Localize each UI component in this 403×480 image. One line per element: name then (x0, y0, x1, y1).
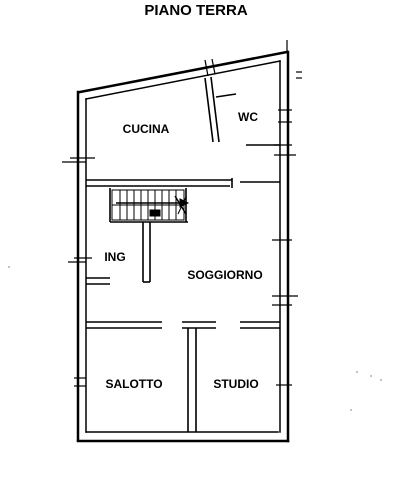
room-label-cucina: CUCINA (123, 122, 170, 136)
room-label-soggiorno: SOGGIORNO (187, 268, 262, 282)
exterior-walls (76, 50, 290, 443)
window-marks (62, 40, 302, 387)
stair-arrow-icon (116, 195, 190, 217)
room-label-studio: STUDIO (213, 377, 258, 391)
interior-walls (86, 76, 280, 432)
scan-marks (8, 266, 382, 411)
room-label-ing: ING (104, 250, 125, 264)
room-label-salotto: SALOTTO (105, 377, 162, 391)
staircase (111, 189, 185, 221)
plan-title: PIANO TERRA (144, 2, 248, 19)
room-label-wc: WC (238, 110, 258, 124)
